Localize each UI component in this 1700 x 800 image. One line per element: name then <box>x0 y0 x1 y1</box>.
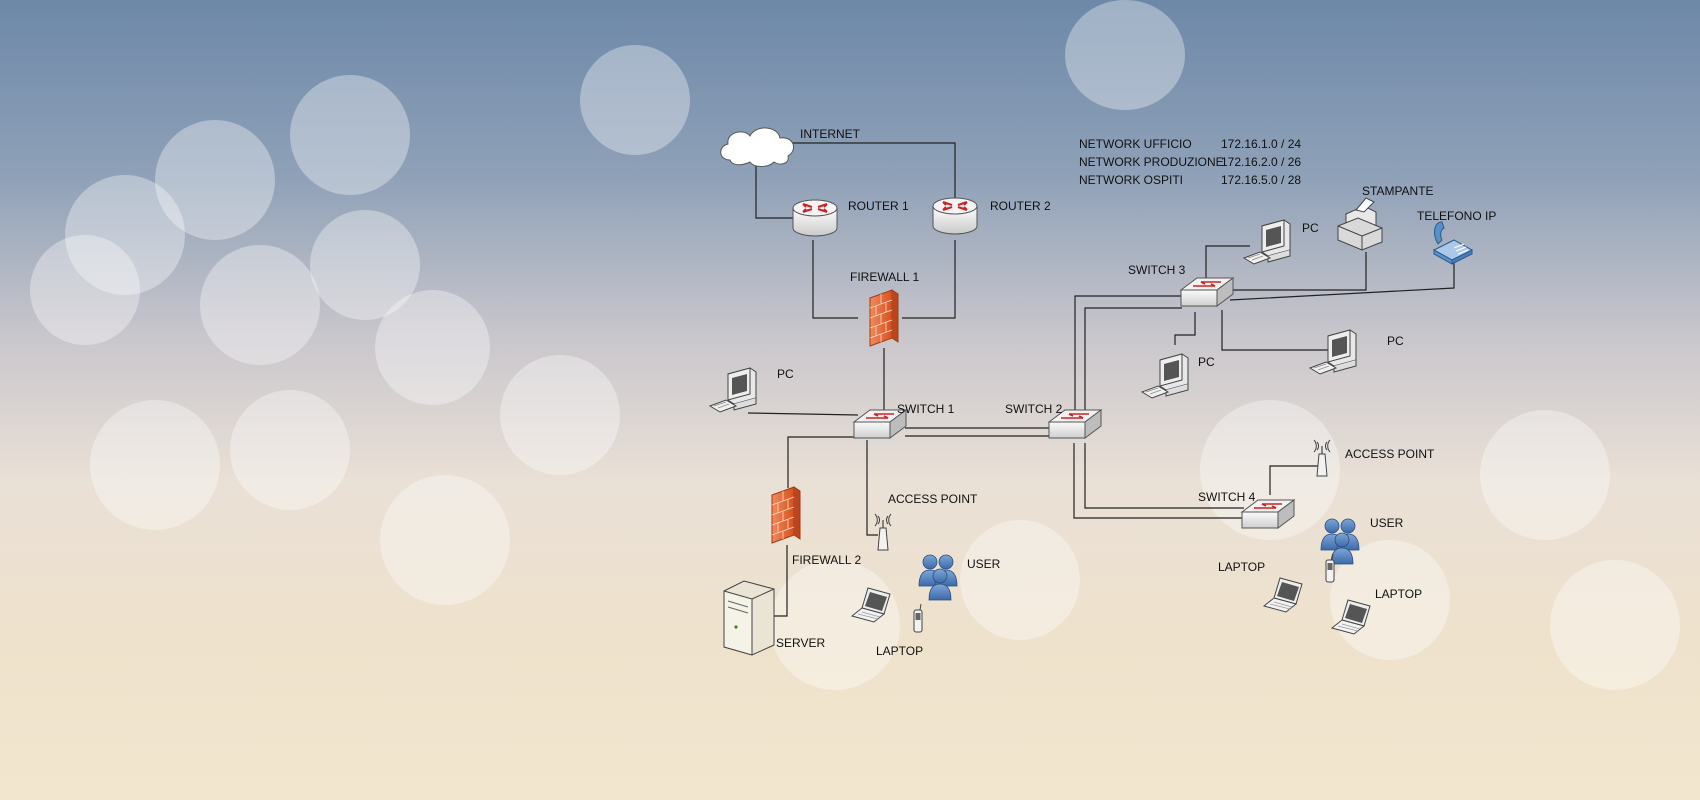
wire-switch2-switch3-b <box>1084 307 1182 412</box>
wire-switch4-ap <box>1269 465 1320 495</box>
pc-icon <box>709 367 757 413</box>
label-internet: INTERNET <box>800 127 861 141</box>
network-name: NETWORK PRODUZIONE <box>1079 155 1224 169</box>
label-switch-3: SWITCH 3 <box>1128 263 1186 277</box>
users-icon <box>919 555 957 600</box>
pc-icon <box>1243 219 1291 265</box>
wire-internet-router2 <box>788 142 956 198</box>
label-server: SERVER <box>776 636 825 650</box>
mobile-phone-icon <box>1325 553 1335 583</box>
label-pc: PC <box>777 367 794 381</box>
wire-router1-firewall1 <box>812 240 858 319</box>
router-icon <box>932 197 978 235</box>
label-switch-4: SWITCH 4 <box>1198 490 1256 504</box>
wire-switch2-switch4-a <box>1073 443 1244 519</box>
label-user: USER <box>1370 516 1404 530</box>
laptop-icon <box>1331 599 1371 635</box>
laptop-icon <box>1263 577 1303 613</box>
users-icon <box>1321 519 1359 564</box>
mobile-phone-icon <box>913 603 923 633</box>
label-stampante: STAMPANTE <box>1362 184 1434 198</box>
cloud-icon <box>720 127 795 167</box>
switch-icon <box>1180 277 1234 307</box>
access-point-icon <box>1313 439 1331 477</box>
printer-icon <box>1337 197 1383 251</box>
label-laptop: LAPTOP <box>1218 560 1265 574</box>
label-access-point: ACCESS POINT <box>888 492 978 506</box>
network-name: NETWORK OSPITI <box>1079 173 1183 187</box>
network-address: 172.16.2.0 / 26 <box>1221 155 1301 169</box>
label-firewall-1: FIREWALL 1 <box>850 270 919 284</box>
laptop-icon <box>851 587 891 623</box>
server-icon <box>723 580 775 656</box>
wire-pc-switch1 <box>747 412 859 416</box>
switch-icon <box>1241 499 1295 529</box>
label-pc: PC <box>1302 221 1319 235</box>
firewall-icon <box>771 486 801 544</box>
wire-switch3-stampante <box>1230 252 1367 291</box>
wire-switch2-switch3-a <box>1074 295 1182 412</box>
wire-internet-router1 <box>755 152 793 219</box>
label-pc: PC <box>1387 334 1404 348</box>
router-icon <box>792 199 838 237</box>
label-switch-2: SWITCH 2 <box>1005 402 1063 416</box>
network-address: 172.16.5.0 / 28 <box>1221 173 1301 187</box>
label-laptop: LAPTOP <box>876 644 923 658</box>
wire-switch1-firewall2 <box>787 436 858 488</box>
firewall-icon <box>869 289 899 347</box>
label-access-point: ACCESS POINT <box>1345 447 1435 461</box>
network-address: 172.16.1.0 / 24 <box>1221 137 1301 151</box>
wire-switch3-pc-top <box>1205 245 1250 280</box>
connections <box>747 142 1455 617</box>
network-table: NETWORK UFFICIO 172.16.1.0 / 24 NETWORK … <box>1079 137 1301 187</box>
wire-switch1-ap <box>866 440 878 536</box>
ip-phone-icon <box>1432 221 1474 265</box>
wire-switch3-pc-left <box>1174 312 1196 345</box>
wire-switch3-pc-right <box>1221 310 1330 351</box>
wire-switch2-switch4-b <box>1084 443 1244 509</box>
label-router-1: ROUTER 1 <box>848 199 909 213</box>
label-firewall-2: FIREWALL 2 <box>792 553 861 567</box>
pc-icon <box>1141 353 1189 399</box>
label-user: USER <box>967 557 1001 571</box>
label-pc: PC <box>1198 355 1215 369</box>
label-switch-1: SWITCH 1 <box>897 402 955 416</box>
network-name: NETWORK UFFICIO <box>1079 137 1192 151</box>
wire-firewall2-server <box>772 545 788 617</box>
label-telefono-ip: TELEFONO IP <box>1417 209 1496 223</box>
wire-switch3-telefono <box>1229 252 1455 301</box>
wire-router2-firewall1 <box>902 240 956 319</box>
pc-icon <box>1309 329 1357 375</box>
label-router-2: ROUTER 2 <box>990 199 1051 213</box>
access-point-icon <box>874 513 892 551</box>
label-laptop: LAPTOP <box>1375 587 1422 601</box>
